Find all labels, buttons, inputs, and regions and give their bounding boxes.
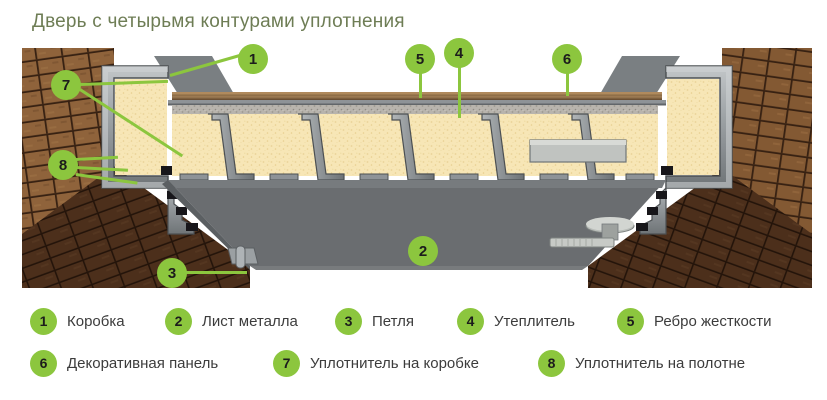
door-handle [549, 217, 635, 248]
leader-line-4 [458, 66, 461, 118]
callout-marker-2[interactable]: 2 [408, 236, 438, 266]
legend-badge-6: 6 [30, 349, 57, 377]
wall-left-reveal [22, 166, 250, 288]
legend-item-5[interactable]: 5 Ребро жесткости [617, 307, 772, 335]
door-cross-section-illustration [22, 48, 812, 290]
leaf-outer-skin [168, 100, 666, 104]
seal-frame-3-r [647, 207, 658, 215]
legend-label-3: Петля [372, 312, 415, 330]
legend-item-8[interactable]: 8 Уплотнитель на полотне [538, 349, 746, 377]
legend-badge-8: 8 [538, 349, 565, 377]
wall-right-reveal [588, 168, 812, 288]
seal-frame-1-r [661, 166, 673, 175]
legend-label-8: Уплотнитель на полотне [575, 354, 746, 372]
legend-badge-3: 3 [335, 307, 362, 335]
callout-marker-5[interactable]: 5 [405, 44, 435, 74]
door-leaf-core [172, 105, 658, 181]
seal-frame-4 [186, 223, 198, 231]
wall-right [722, 48, 812, 238]
page-title: Дверь с четырьмя контурами уплотнения [32, 11, 405, 32]
callout-marker-7[interactable]: 7 [51, 70, 81, 100]
seal-frame-3 [176, 207, 187, 215]
legend-item-4[interactable]: 4 Утеплитель [457, 307, 617, 335]
legend-item-2[interactable]: 2 Лист металла [165, 307, 335, 335]
legend-label-7: Уплотнитель на коробке [310, 354, 479, 372]
legend-badge-4: 4 [457, 307, 484, 335]
seal-frame-2-r [656, 191, 667, 199]
leader-line-5 [419, 72, 422, 98]
decorative-panel [172, 92, 662, 100]
leader-line-3 [185, 271, 247, 274]
callout-marker-1[interactable]: 1 [238, 44, 268, 74]
legend-label-2: Лист металла [202, 312, 298, 330]
callout-marker-4[interactable]: 4 [444, 38, 474, 68]
legend-badge-1: 1 [30, 307, 57, 335]
legend-badge-2: 2 [165, 307, 192, 335]
callout-marker-3[interactable]: 3 [157, 258, 187, 288]
door-hinge [227, 245, 259, 269]
legend-badge-5: 5 [617, 307, 644, 335]
callout-marker-6[interactable]: 6 [552, 44, 582, 74]
legend: 1 Коробка 2 Лист металла 3 Петля 4 Утепл… [30, 300, 810, 384]
leader-line-6 [566, 72, 569, 96]
legend-item-3[interactable]: 3 Петля [335, 307, 457, 335]
legend-item-6[interactable]: 6 Декоративная панель [30, 349, 273, 377]
seal-frame-4-r [636, 223, 648, 231]
seal-frame-1 [161, 166, 173, 175]
cross-section-svg [22, 48, 812, 288]
legend-label-6: Декоративная панель [67, 354, 219, 372]
legend-item-7[interactable]: 7 Уплотнитель на коробке [273, 349, 538, 377]
leaf-outer-skin-shadow [168, 103, 666, 106]
legend-label-1: Коробка [67, 312, 125, 330]
legend-label-4: Утеплитель [494, 312, 575, 330]
legend-row-1: 1 Коробка 2 Лист металла 3 Петля 4 Утепл… [30, 300, 810, 342]
legend-item-1[interactable]: 1 Коробка [30, 307, 165, 335]
legend-badge-7: 7 [273, 349, 300, 377]
legend-label-5: Ребро жесткости [654, 312, 772, 330]
legend-row-2: 6 Декоративная панель 7 Уплотнитель на к… [30, 342, 810, 384]
callout-marker-8[interactable]: 8 [48, 150, 78, 180]
seal-frame-2 [167, 191, 178, 199]
